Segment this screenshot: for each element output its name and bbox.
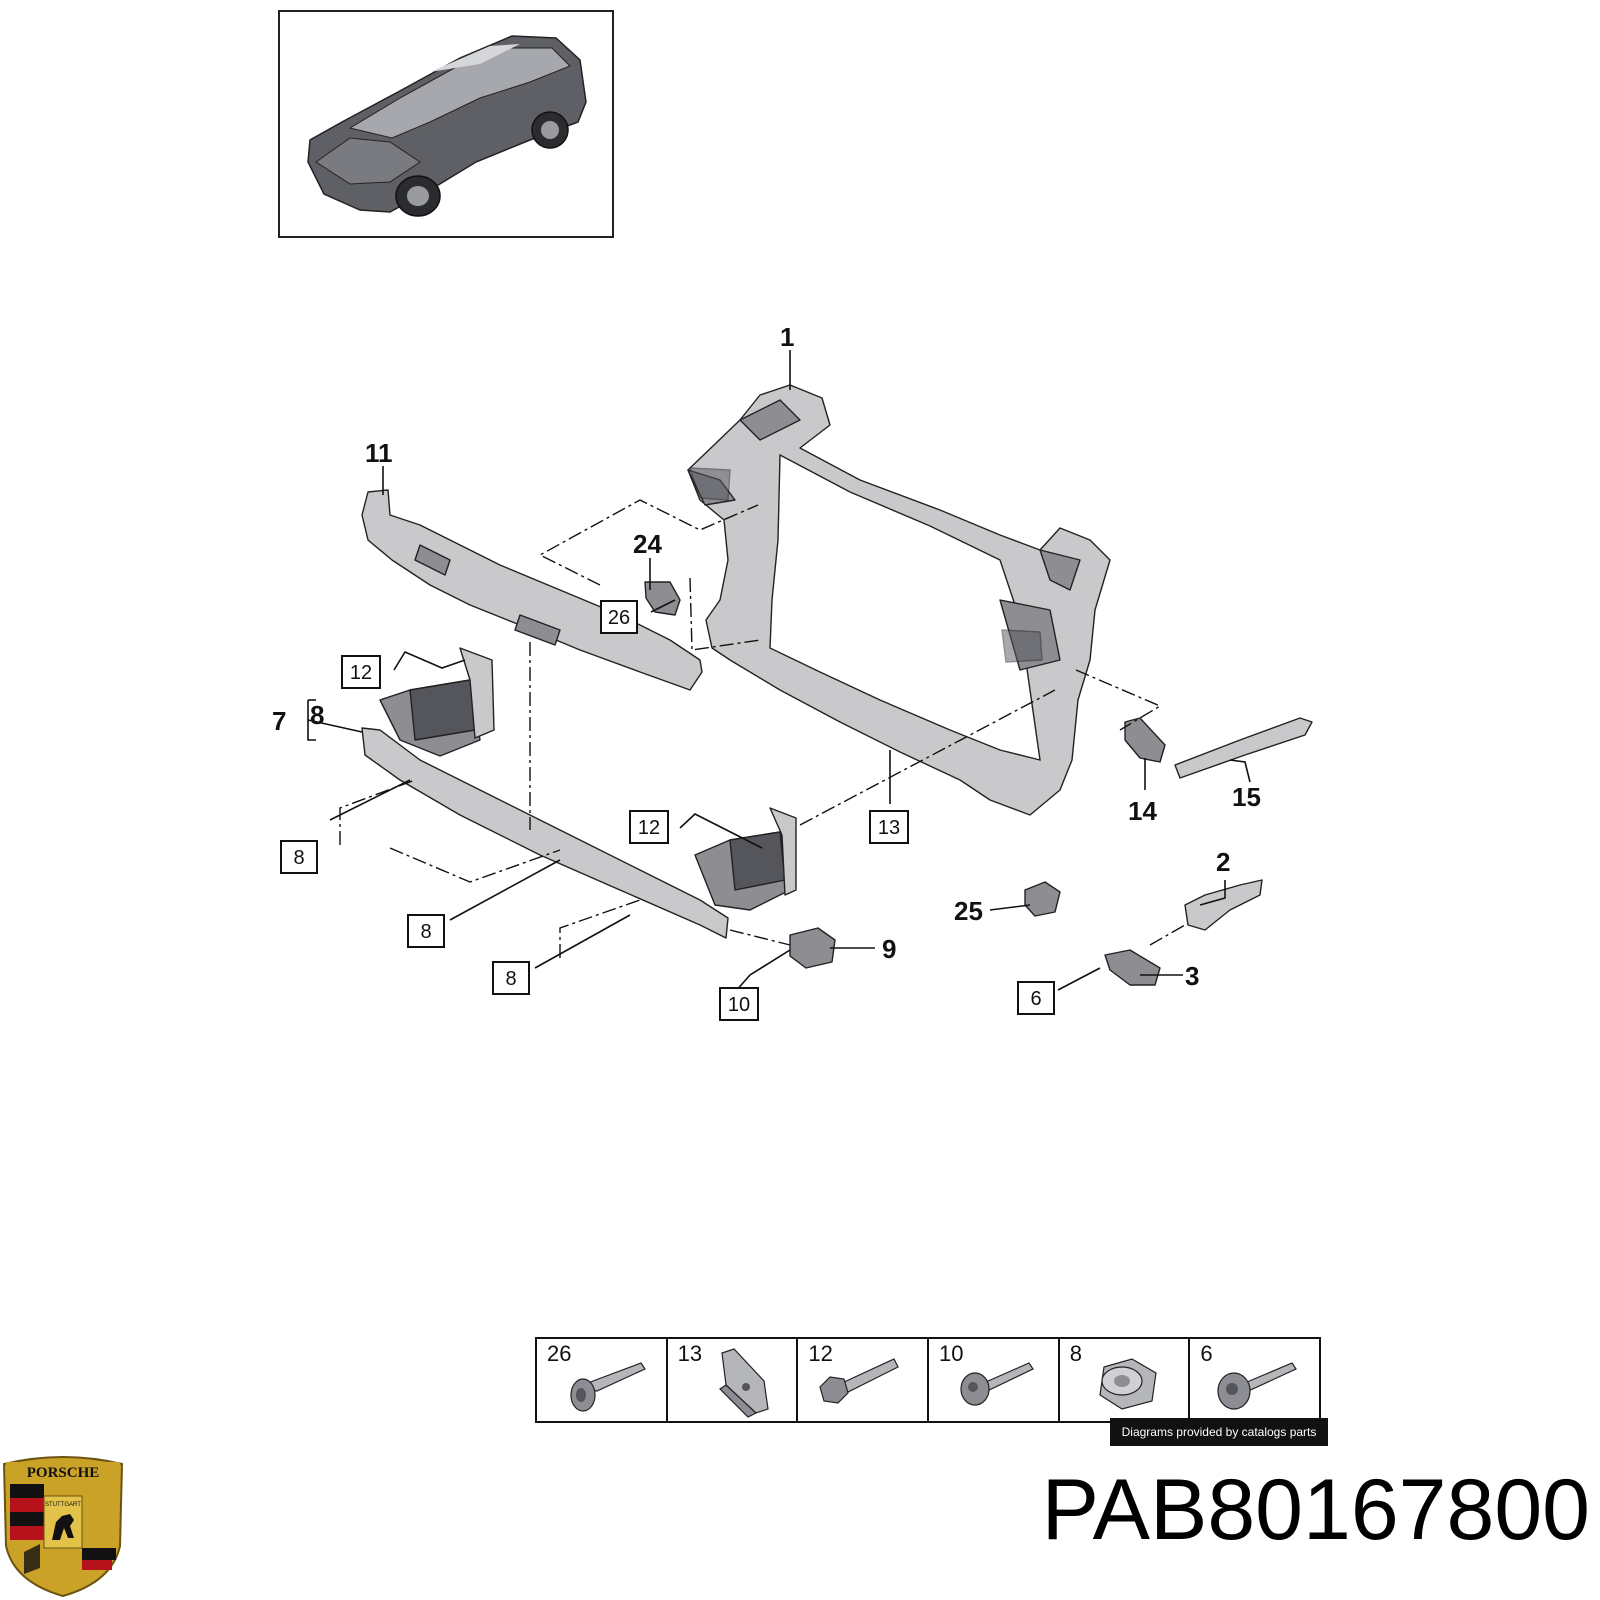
- torx-bolt-icon: [960, 1362, 1034, 1406]
- svg-text:12: 12: [638, 817, 660, 839]
- upper-carrier-bar: [361, 489, 703, 691]
- hardware-number: 8: [1069, 1341, 1082, 1366]
- bracket-2: [1184, 879, 1263, 931]
- svg-text:12: 12: [350, 662, 372, 684]
- leader-lines: [307, 350, 1251, 993]
- exploded-view: 1 11 24 7 8 9 14 15 2 3 25 26 12 12: [272, 322, 1313, 1021]
- bolt-icon: [570, 1362, 646, 1412]
- hardware-number: 12: [808, 1341, 833, 1366]
- svg-text:8: 8: [293, 847, 304, 869]
- strap-15: [1174, 717, 1313, 779]
- vehicle-thumbnail: [278, 10, 614, 238]
- credit-banner: Diagrams provided by catalogs parts: [1110, 1418, 1328, 1446]
- hardware-cell-8: 8: [1060, 1339, 1191, 1421]
- callout-11: 11: [365, 438, 393, 468]
- box-8-a: 8: [280, 840, 318, 874]
- hardware-cell-26: 26: [537, 1339, 668, 1421]
- bracket-14: [1124, 717, 1166, 763]
- callout-9: 9: [882, 934, 896, 964]
- box-12-mid: 12: [629, 810, 669, 844]
- hardware-cell-10: 10: [929, 1339, 1060, 1421]
- assembly-lines: [339, 499, 1186, 958]
- callout-labels: 1 11 24 7 8 9 14 15 2 3 25: [272, 322, 1261, 991]
- hardware-number: 6: [1200, 1341, 1213, 1366]
- callout-1: 1: [780, 322, 794, 352]
- hardware-number: 10: [939, 1341, 964, 1366]
- small-bracket-24: [644, 581, 681, 616]
- callout-8-top: 8: [310, 700, 324, 730]
- callout-15: 15: [1232, 782, 1261, 812]
- svg-text:8: 8: [420, 921, 431, 943]
- hardware-table: 26 13 12 10: [535, 1337, 1321, 1423]
- boxed-references: 26 12 12 13 8 8: [280, 600, 1055, 1021]
- box-12-top: 12: [341, 655, 381, 689]
- callout-7: 7: [272, 706, 286, 736]
- box-8-b: 8: [407, 914, 445, 948]
- svg-text:26: 26: [608, 607, 630, 629]
- front-end-carrier: [687, 384, 1111, 816]
- bracket-9: [789, 927, 836, 969]
- part-number: PAB80167800: [1041, 1462, 1590, 1558]
- porsche-crest-logo: PORSCHE STUTTGART: [2, 1456, 124, 1598]
- hardware-number: 13: [677, 1341, 703, 1366]
- svg-text:6: 6: [1030, 988, 1041, 1010]
- hex-bolt-icon: [819, 1358, 900, 1404]
- flange-nut-icon: [1099, 1358, 1157, 1410]
- logo-sub-text: STUTTGART: [45, 1502, 81, 1508]
- hardware-cell-12: 12: [798, 1339, 930, 1421]
- svg-text:8: 8: [505, 968, 516, 990]
- callout-14: 14: [1128, 796, 1157, 826]
- bumper-beam: [361, 647, 797, 939]
- bracket-3: [1104, 949, 1161, 986]
- box-26: 26: [600, 600, 638, 634]
- box-6: 6: [1017, 981, 1055, 1015]
- clip-25: [1024, 881, 1061, 917]
- callout-24: 24: [633, 529, 662, 559]
- torx-bolt-icon: [1217, 1362, 1298, 1410]
- callout-2: 2: [1216, 847, 1230, 877]
- box-8-c: 8: [492, 961, 530, 995]
- svg-text:10: 10: [728, 994, 750, 1016]
- clip-nut-icon: [718, 1348, 769, 1418]
- box-13: 13: [869, 810, 909, 844]
- logo-text: PORSCHE: [27, 1465, 100, 1481]
- callout-3: 3: [1185, 961, 1199, 991]
- hardware-cell-6: 6: [1190, 1339, 1319, 1421]
- box-10: 10: [719, 987, 759, 1021]
- hardware-cell-13: 13: [668, 1339, 799, 1421]
- svg-text:13: 13: [878, 817, 900, 839]
- suv-illustration: [307, 35, 587, 217]
- hardware-number: 26: [547, 1341, 572, 1366]
- callout-25: 25: [954, 896, 983, 926]
